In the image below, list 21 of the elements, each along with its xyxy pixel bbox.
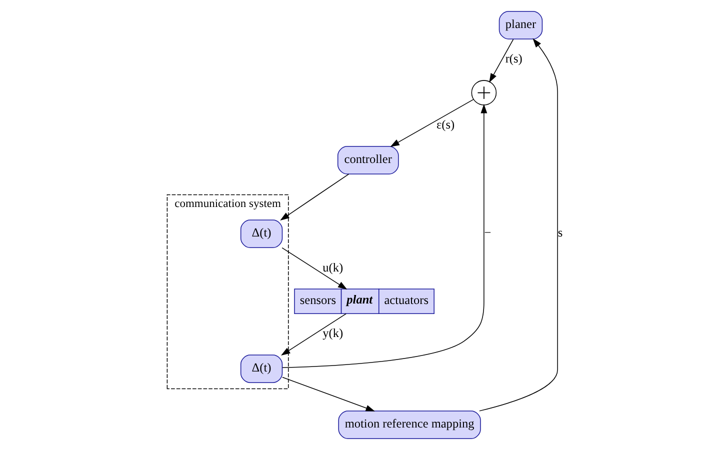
arrow bbox=[478, 38, 558, 412]
arrow bbox=[282, 376, 375, 412]
node-circle bbox=[470, 80, 496, 106]
edge-label: s bbox=[557, 226, 562, 240]
arrow bbox=[282, 104, 487, 368]
edge-label: y(k) bbox=[322, 326, 343, 340]
arrow bbox=[280, 174, 349, 220]
arrow bbox=[488, 38, 514, 83]
node-box: motion reference mapping bbox=[338, 410, 480, 439]
arrow bbox=[281, 247, 347, 290]
node-box: Δ(t) bbox=[240, 220, 282, 248]
edge-label: r(s) bbox=[504, 52, 522, 66]
node-text: sensors plant actuators bbox=[299, 292, 428, 308]
edge-label: ε(s) bbox=[436, 118, 454, 132]
arrow bbox=[280, 313, 346, 356]
edge-label: − bbox=[484, 226, 491, 240]
node-box: planer bbox=[498, 11, 542, 40]
edge-label: u(k) bbox=[322, 260, 343, 274]
node-box: controller bbox=[336, 146, 398, 174]
node-box: Δ(t) bbox=[240, 354, 282, 383]
arrow bbox=[390, 99, 474, 147]
